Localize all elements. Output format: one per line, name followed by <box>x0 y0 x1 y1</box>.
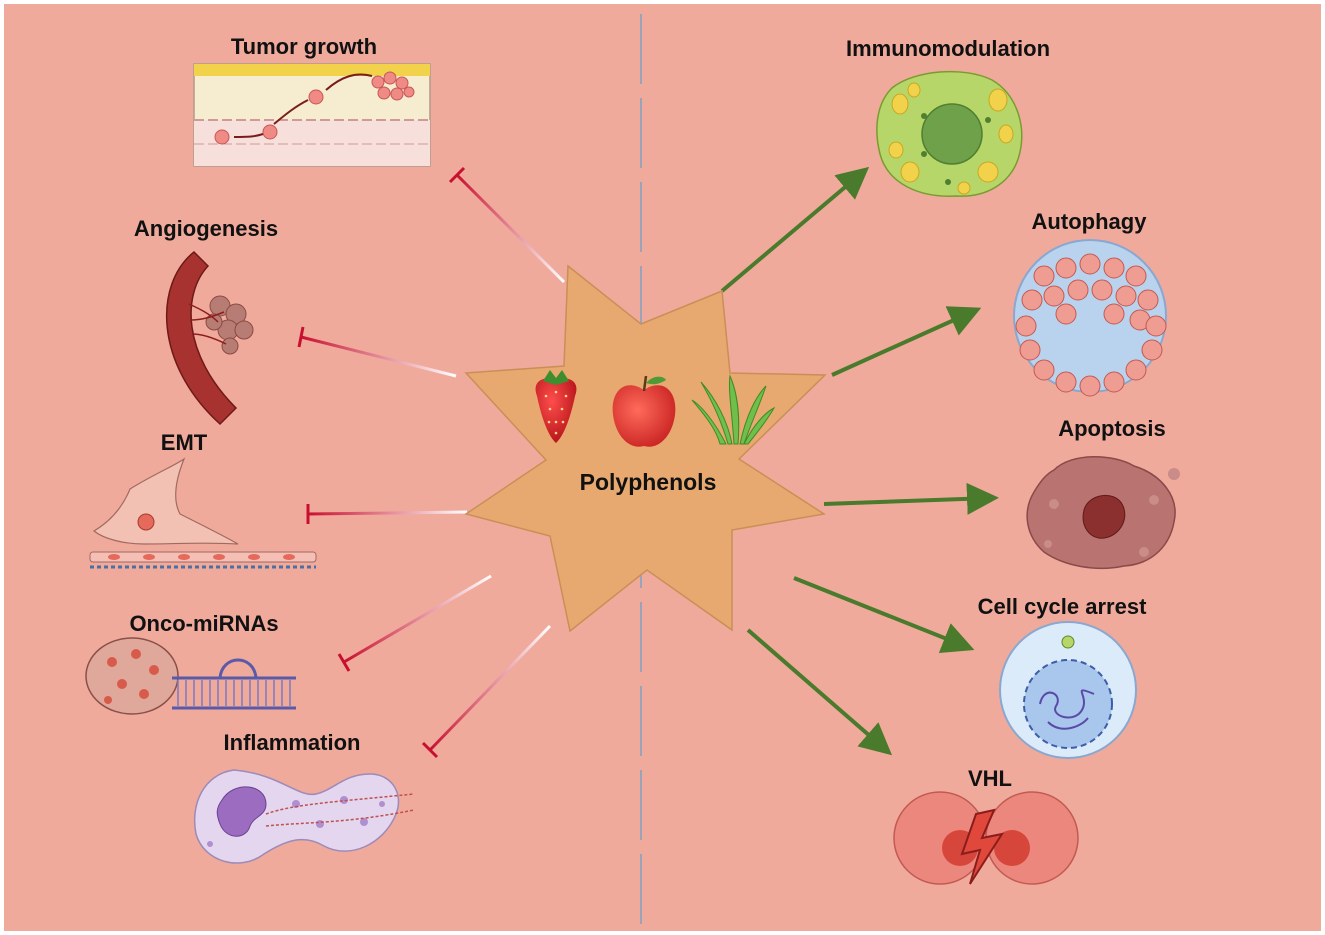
promote-arrow-apoptosis <box>823 482 999 515</box>
label-immunomodulation: Immunomodulation <box>846 36 1050 61</box>
emt-cell-icon <box>89 457 317 569</box>
inhibit-arrow-emt <box>306 504 468 524</box>
promote-connectors <box>720 166 999 756</box>
autophagy-icon <box>1013 239 1167 397</box>
promote-arrow-vhl <box>746 628 893 756</box>
mirna-icon <box>85 637 296 715</box>
strawberry-icon <box>535 370 577 443</box>
autophagy-node: Autophagy <box>1013 209 1167 397</box>
cell-cycle-arrest-node: Cell cycle arrest <box>978 594 1147 759</box>
aloe-icon <box>691 374 776 445</box>
angiogenesis-node: Angiogenesis <box>134 216 278 426</box>
center-label: Polyphenols <box>580 469 717 495</box>
tumor-growth-icon <box>193 63 431 167</box>
immune-cell-icon <box>876 70 1023 197</box>
label-cell-cycle-arrest: Cell cycle arrest <box>978 594 1147 619</box>
cell-cycle-icon <box>999 621 1137 759</box>
inhibit-arrow-tumor-growth <box>448 166 566 284</box>
emt-node: EMT <box>89 430 317 569</box>
inflammation-node: Inflammation <box>194 730 415 864</box>
promote-arrow-immunomodulation <box>720 166 870 293</box>
tumor-growth-node: Tumor growth <box>193 34 431 167</box>
blood-vessel-icon <box>166 250 254 426</box>
onco-mirnas-node: Onco-miRNAs <box>85 611 296 715</box>
label-emt: EMT <box>161 430 208 455</box>
label-tumor-growth: Tumor growth <box>231 34 377 59</box>
vhl-node: VHL <box>893 766 1079 885</box>
label-apoptosis: Apoptosis <box>1058 416 1166 441</box>
promote-arrow-cell-cycle-arrest <box>793 576 975 653</box>
label-autophagy: Autophagy <box>1032 209 1148 234</box>
inhibit-arrow-inflammation <box>421 624 552 759</box>
diagram-canvas: Polyphenols Tumor growth Angiogenesis <box>4 4 1321 931</box>
vhl-icon <box>893 791 1079 885</box>
polyphenols-diagram: Polyphenols Tumor growth Angiogenesis <box>85 14 1180 924</box>
label-vhl: VHL <box>968 766 1012 791</box>
label-inflammation: Inflammation <box>224 730 361 755</box>
apoptosis-node: Apoptosis <box>1026 416 1180 570</box>
inhibit-arrow-angiogenesis <box>297 326 457 378</box>
neutrophil-icon <box>194 769 415 864</box>
apoptotic-cell-icon <box>1026 456 1180 570</box>
inhibit-arrow-onco-mirnas <box>337 574 492 672</box>
apple-icon <box>612 375 676 447</box>
immunomodulation-node: Immunomodulation <box>846 36 1050 197</box>
label-onco-mirnas: Onco-miRNAs <box>129 611 278 636</box>
inhibit-connectors <box>297 166 566 759</box>
promote-arrow-autophagy <box>831 306 982 377</box>
label-angiogenesis: Angiogenesis <box>134 216 278 241</box>
polyphenols-star: Polyphenols <box>464 264 827 633</box>
